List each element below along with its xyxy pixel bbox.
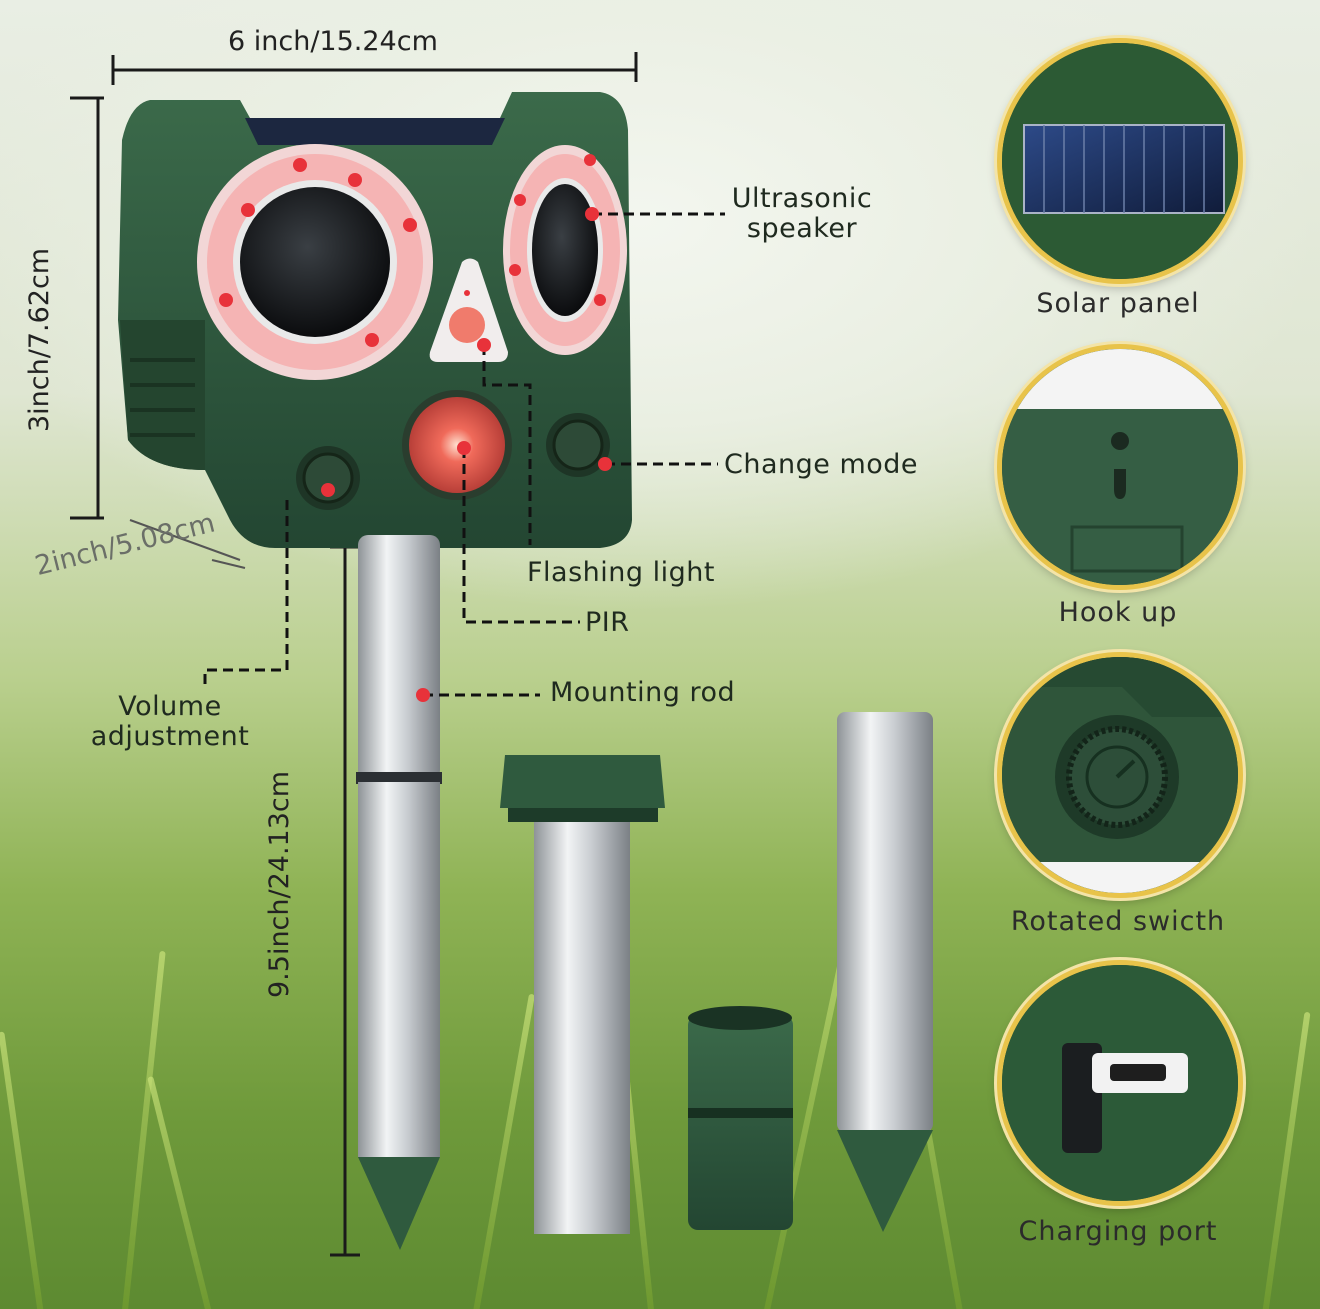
ultrasonic-speaker-line1: Ultrasonic bbox=[731, 183, 873, 214]
rotary-switch-icon bbox=[1002, 657, 1238, 893]
rod-with-cap bbox=[500, 755, 665, 1234]
rotated-switch-detail bbox=[997, 652, 1243, 898]
ultrasonic-speaker-line2: speaker bbox=[746, 213, 858, 244]
pir-label: PIR bbox=[585, 607, 630, 638]
charging-port-detail bbox=[997, 960, 1243, 1206]
volume-adjustment-label: Volume adjustment bbox=[85, 692, 255, 752]
flashing-light-label: Flashing light bbox=[527, 557, 715, 588]
solar-panel-detail bbox=[997, 38, 1243, 284]
hook-up-caption: Hook up bbox=[1058, 597, 1178, 628]
hook-icon bbox=[1002, 349, 1238, 585]
device-body bbox=[118, 92, 632, 548]
spike-rod bbox=[837, 712, 933, 1232]
width-dimension: 6 inch/15.24cm bbox=[228, 26, 438, 57]
coupler bbox=[688, 1006, 793, 1230]
height-dimension: 3inch/7.62cm bbox=[24, 247, 55, 432]
rotated-switch-caption: Rotated swicth bbox=[1010, 906, 1226, 937]
usb-port-icon bbox=[1002, 965, 1238, 1201]
hook-up-detail bbox=[997, 344, 1243, 590]
volume-line2: adjustment bbox=[90, 721, 250, 752]
solar-panel-caption: Solar panel bbox=[1036, 288, 1200, 319]
charging-port-caption: Charging port bbox=[1018, 1216, 1218, 1247]
ultrasonic-speaker-label: Ultrasonic speaker bbox=[722, 184, 882, 244]
mounting-rod bbox=[356, 535, 442, 1250]
change-mode-label: Change mode bbox=[724, 449, 919, 480]
rod-length-dimension: 9.5inch/24.13cm bbox=[264, 770, 295, 998]
solar-panel-icon bbox=[1002, 43, 1238, 279]
volume-line1: Volume bbox=[118, 691, 222, 722]
mounting-rod-label: Mounting rod bbox=[550, 677, 736, 708]
